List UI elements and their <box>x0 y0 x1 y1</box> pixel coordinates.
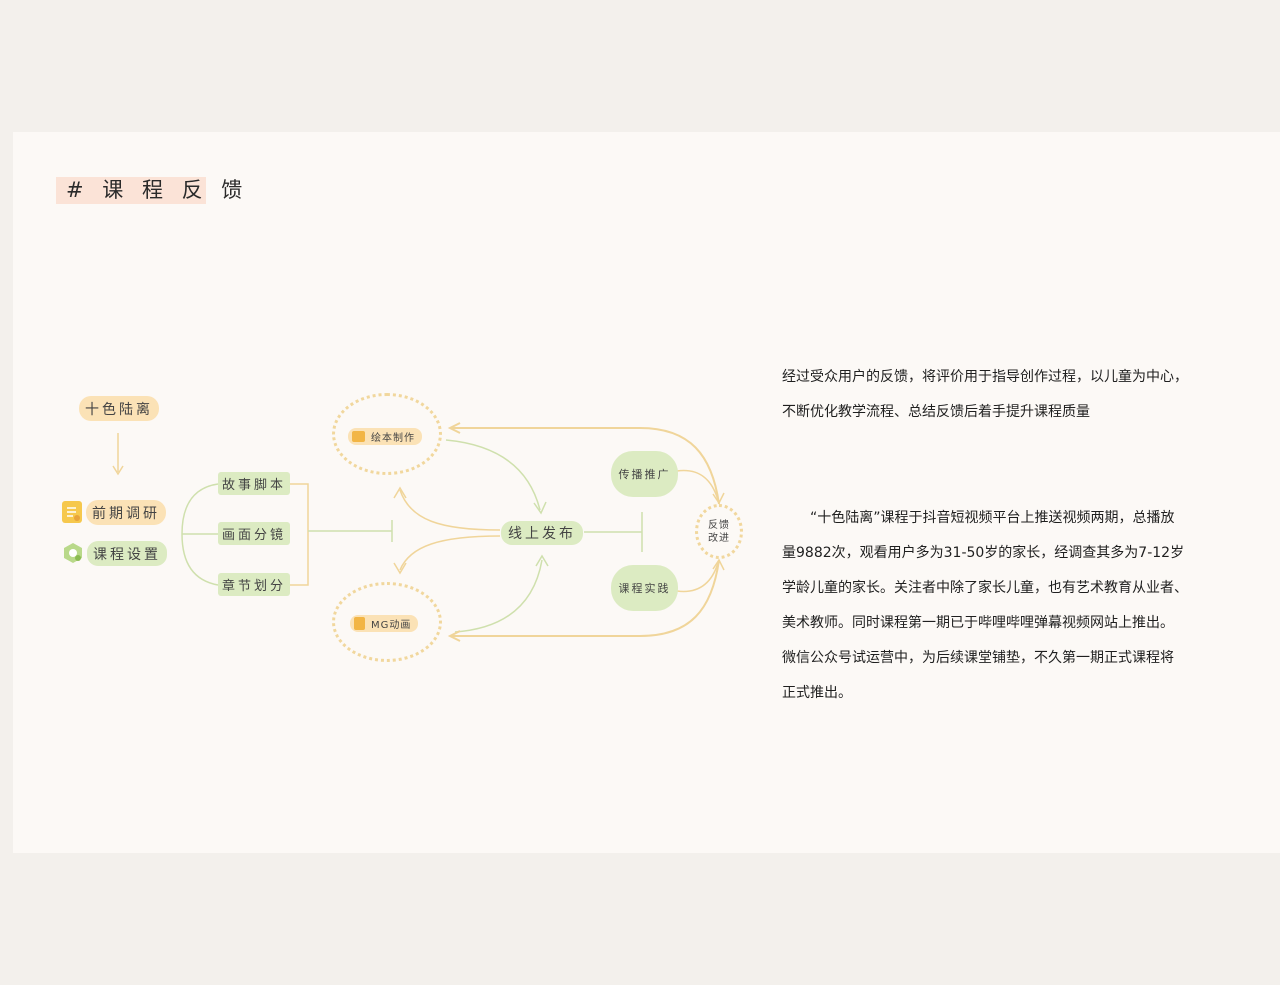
paragraph-line: 学龄儿童的家长。关注者中除了家长儿童，也有艺术教育从业者、 <box>782 580 1188 596</box>
paragraph-line: 美术教师。同时课程第一期已于哔哩哔哩弹幕视频网站上推出。 <box>782 615 1174 631</box>
mg-animation-frame <box>332 582 442 662</box>
paragraph-line: 正式推出。 <box>782 685 852 701</box>
feedback-node: 反馈 改进 <box>695 504 743 559</box>
paragraph-line: 量9882次，观看用户多为31-50岁的家长，经调查其多为7-12岁 <box>782 545 1185 561</box>
mg-to-publish <box>454 559 543 633</box>
root-node: 十色陆离 <box>79 396 159 421</box>
picture-book-label: 绘本制作 <box>371 433 415 444</box>
picture-book-frame <box>332 393 442 475</box>
step-storyboard: 画面分镜 <box>218 522 290 545</box>
feedback-label-line2: 改进 <box>708 532 730 544</box>
paragraph-line: “十色陆离”课程于抖音短视频平台上推送视频两期，总播放 <box>782 510 1175 526</box>
promotion-node: 传播推广 <box>611 451 678 497</box>
picture-book-node: 绘本制作 <box>348 428 422 445</box>
mg-animation-label: MG动画 <box>371 620 412 631</box>
book-to-publish <box>445 439 541 511</box>
video-icon <box>354 617 365 630</box>
gear-icon <box>62 542 84 564</box>
step-story-script: 故事脚本 <box>218 472 290 495</box>
feedback-label-line1: 反馈 <box>708 519 730 531</box>
feedback-to-mg <box>452 559 720 637</box>
practice-node: 课程实践 <box>611 565 678 611</box>
mg-animation-node: MG动画 <box>350 615 419 632</box>
step-chapters: 章节划分 <box>218 573 290 596</box>
publish-node: 线上发布 <box>501 521 583 545</box>
practice-to-feedback <box>676 562 719 593</box>
feedback-to-book <box>452 427 720 505</box>
setup-node: 课程设置 <box>87 541 167 566</box>
page-title: # 课 程 反 馈 <box>56 177 242 204</box>
paragraph-line: 经过受众用户的反馈，将评价用于指导创作过程，以儿童为中心， <box>782 369 1188 385</box>
paragraph-line: 微信公众号试运营中，为后续课堂铺垫，不久第一期正式课程将 <box>782 650 1174 666</box>
image-icon <box>352 431 365 442</box>
steps-brace-right <box>290 483 309 586</box>
research-node: 前期调研 <box>86 500 166 525</box>
feedback-intro-paragraph: 经过受众用户的反馈，将评价用于指导创作过程，以儿童为中心， 不断优化教学流程、总… <box>782 360 1212 430</box>
promotion-to-feedback <box>676 469 719 501</box>
course-stats-paragraph: “十色陆离”课程于抖音短视频平台上推送视频两期，总播放 量9882次，观看用户多… <box>782 501 1212 711</box>
notes-icon <box>62 501 82 523</box>
publish-to-mg <box>399 535 501 571</box>
publish-to-book <box>399 489 501 531</box>
paragraph-line: 不断优化教学流程、总结反馈后着手提升课程质量 <box>782 404 1090 420</box>
